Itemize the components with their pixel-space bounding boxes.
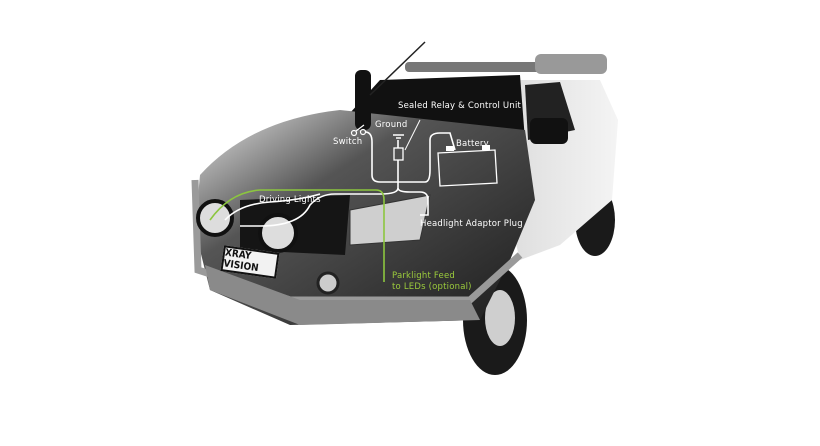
wiring-white bbox=[224, 131, 456, 227]
mirror bbox=[530, 118, 568, 144]
snorkel bbox=[355, 70, 371, 130]
driving-light-left bbox=[196, 199, 234, 237]
battery-icon bbox=[437, 145, 498, 187]
switch-icon bbox=[350, 124, 367, 137]
label-parklight-line2: to LEDs (optional) bbox=[392, 282, 472, 292]
bumper bbox=[205, 265, 480, 325]
headlight bbox=[349, 194, 431, 246]
label-battery: Battery bbox=[456, 139, 489, 149]
label-headlight-adaptor: Headlight Adaptor Plug bbox=[420, 219, 523, 229]
wiring-green bbox=[209, 189, 385, 282]
label-driving-lights: Driving Lights bbox=[259, 195, 321, 205]
driving-light-right bbox=[258, 213, 298, 253]
label-parklight-line1: Parklight Feed bbox=[392, 271, 455, 281]
label-sealed-relay: Sealed Relay & Control Unit bbox=[398, 101, 522, 111]
label-ground: Ground bbox=[375, 120, 408, 130]
label-switch: Switch bbox=[333, 137, 363, 147]
label-parklight-feed: Parklight Feed to LEDs (optional) bbox=[392, 271, 472, 293]
